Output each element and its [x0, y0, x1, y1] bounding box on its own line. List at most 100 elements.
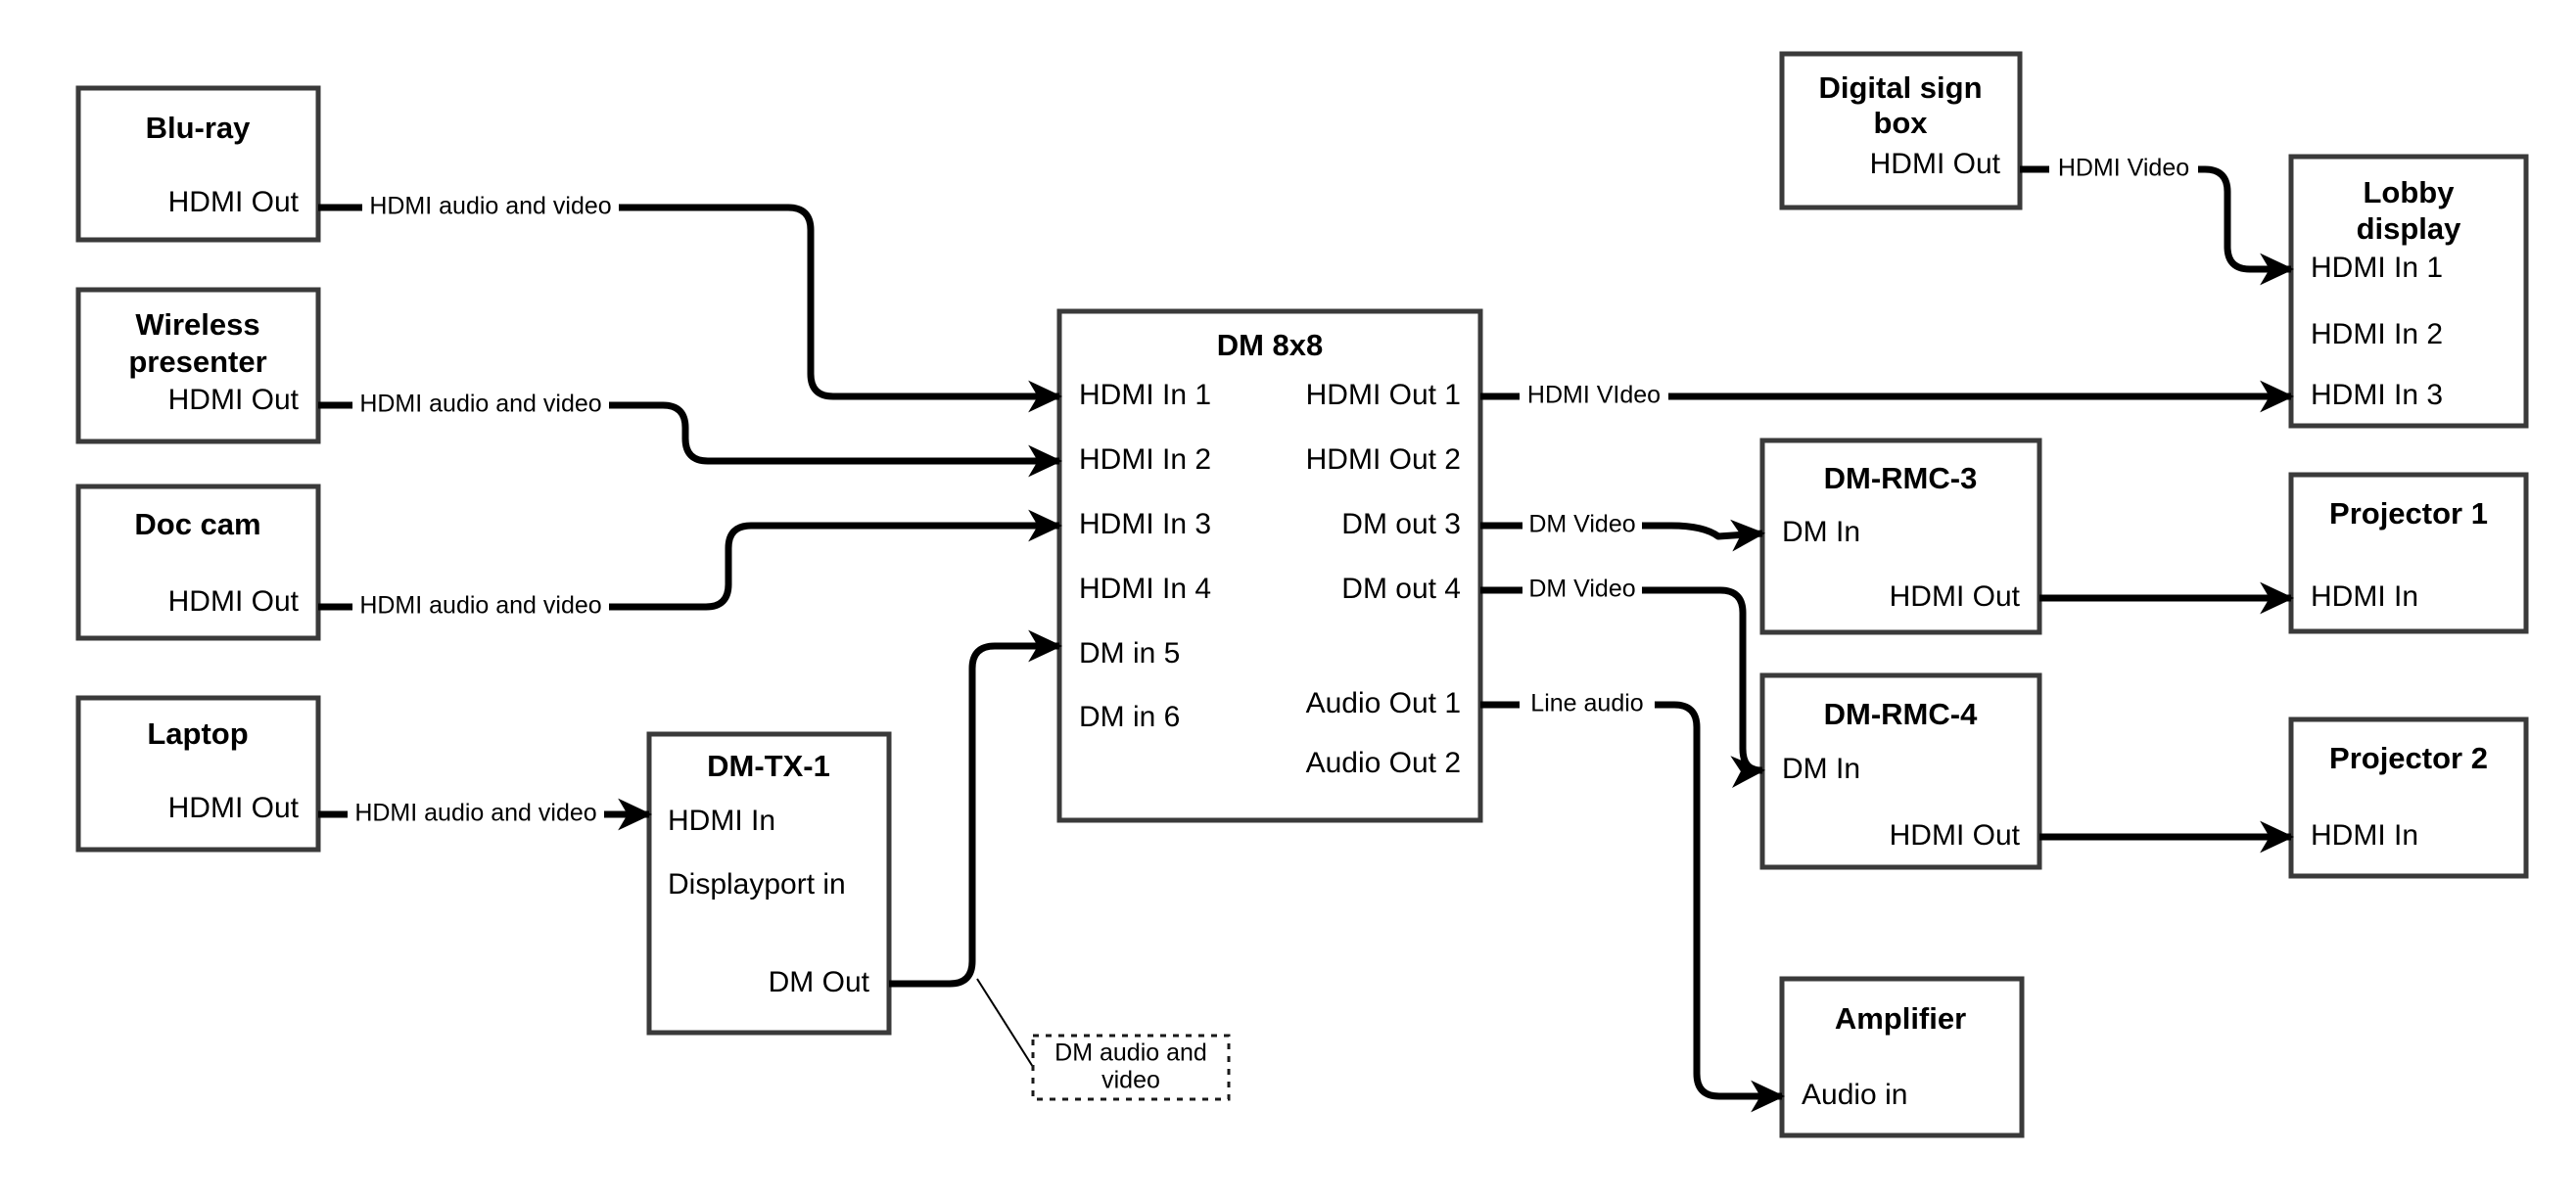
- port-projector-1-hdmi-in: HDMI In: [2311, 580, 2418, 613]
- node-dm-rmc-3[interactable]: DM-RMC-3 DM In HDMI Out: [1759, 438, 2042, 635]
- port-digital-sign-box-hdmi-out: HDMI Out: [1870, 148, 2001, 180]
- node-dm-tx-1[interactable]: DM-TX-1 HDMI In Displayport in DM Out: [646, 731, 892, 1036]
- port-doc-cam-hdmi-out: HDMI Out: [168, 585, 300, 618]
- port-blu-ray-hdmi-out: HDMI Out: [168, 186, 300, 218]
- link-dm-out3-to-rmc3: DM Video: [1480, 510, 1766, 552]
- node-wireless-presenter[interactable]: Wireless presenter HDMI Out: [75, 287, 321, 444]
- label-bg-doccam: [352, 591, 609, 623]
- port-dm-rmc-4-dm-in: DM In: [1782, 753, 1860, 785]
- port-dm-rmc-3-dm-in: DM In: [1782, 516, 1860, 548]
- port-laptop-hdmi-out: HDMI Out: [168, 792, 300, 824]
- node-title-blu-ray: Blu-ray: [146, 111, 252, 145]
- link-bluray-to-dm-in1: HDMI audio and video: [318, 192, 1063, 413]
- port-lobby-display-hdmi-in-3: HDMI In 3: [2311, 379, 2443, 411]
- link-path-doccam-to-dm-in3: [318, 509, 1063, 611]
- port-dm-8x8-dm-in-6: DM in 6: [1079, 701, 1180, 733]
- port-dm-8x8-dm-out-3: DM out 3: [1341, 508, 1461, 540]
- node-amplifier[interactable]: Amplifier Audio in: [1779, 976, 2025, 1138]
- node-box-lobby-display: [2288, 154, 2529, 429]
- link-doccam-to-dm-in3: HDMI audio and video: [318, 509, 1063, 623]
- callout-label-line2: video: [1101, 1067, 1160, 1094]
- port-dm-8x8-hdmi-in-1: HDMI In 1: [1079, 379, 1211, 411]
- port-dm-tx-1-hdmi-in: HDMI In: [668, 805, 775, 837]
- node-box-dm-8x8: [1056, 308, 1483, 823]
- port-dm-8x8-hdmi-in-4: HDMI In 4: [1079, 573, 1211, 605]
- node-title-wireless-presenter-line2: presenter: [128, 345, 266, 379]
- label-bg-dm-video-out3: [1522, 510, 1642, 541]
- port-lobby-display-hdmi-in-2: HDMI In 2: [2311, 318, 2443, 350]
- node-title-laptop: Laptop: [147, 716, 248, 751]
- link-dm-out4-to-rmc4: DM Video: [1480, 575, 1766, 788]
- port-dm-8x8-hdmi-out-1: HDMI Out 1: [1306, 379, 1461, 411]
- edge-label-sign-to-lobby1: HDMI Video: [2058, 155, 2189, 182]
- link-path-sign-to-lobby1: [2020, 165, 2295, 286]
- callout-label-line1: DM audio and: [1054, 1039, 1207, 1067]
- node-box-blu-ray: [75, 85, 321, 243]
- edge-label-bluray-to-dm-in1: HDMI audio and video: [369, 193, 611, 220]
- node-box-projector-2: [2288, 716, 2529, 879]
- edge-label-dm-out4-to-rmc4: DM Video: [1528, 576, 1635, 603]
- node-box-wireless-presenter: [75, 287, 321, 444]
- port-dm-8x8-audio-out-2: Audio Out 2: [1306, 747, 1461, 779]
- link-laptop-to-tx-hdmiin: HDMI audio and video: [318, 798, 653, 831]
- node-title-amplifier: Amplifier: [1835, 1001, 1966, 1036]
- node-laptop[interactable]: Laptop HDMI Out: [75, 695, 321, 853]
- node-projector-1[interactable]: Projector 1 HDMI In: [2288, 472, 2529, 634]
- link-dm-out1-to-lobby3: HDMI VIdeo: [1480, 380, 2295, 413]
- node-doc-cam[interactable]: Doc cam HDMI Out: [75, 484, 321, 641]
- link-path-dm-out3-to-rmc3: [1480, 519, 1766, 552]
- node-box-dm-tx-1: [646, 731, 892, 1036]
- node-dm-8x8[interactable]: DM 8x8 HDMI In 1 HDMI In 2 HDMI In 3 HDM…: [1056, 308, 1483, 823]
- callout-dm-audio-and-video: DM audio and video: [976, 978, 1231, 1101]
- node-title-dm-tx-1: DM-TX-1: [707, 749, 830, 783]
- label-bg-laptop: [348, 799, 604, 830]
- node-title-dm-8x8: DM 8x8: [1217, 328, 1324, 362]
- node-title-dm-rmc-3: DM-RMC-3: [1824, 461, 1978, 495]
- port-dm-8x8-hdmi-in-3: HDMI In 3: [1079, 508, 1211, 540]
- label-bg-hdmi-video-out1: [1520, 381, 1668, 412]
- link-path-tx-to-dm-in5: [889, 629, 1063, 988]
- edge-label-dm-audio1-to-amp: Line audio: [1530, 690, 1643, 717]
- port-dm-8x8-dm-in-5: DM in 5: [1079, 637, 1180, 670]
- link-dm-audio1-to-amp: Line audio: [1480, 689, 1786, 1113]
- link-wireless-to-dm-in2: HDMI audio and video: [318, 390, 1063, 478]
- node-title-dm-rmc-4: DM-RMC-4: [1824, 697, 1978, 731]
- port-dm-rmc-4-hdmi-out: HDMI Out: [1890, 819, 2021, 852]
- node-blu-ray[interactable]: Blu-ray HDMI Out: [75, 85, 321, 243]
- node-title-lobby-display-line2: display: [2357, 211, 2462, 246]
- label-bg-wireless: [352, 390, 609, 421]
- link-path-dm-out4-to-rmc4: [1480, 586, 1766, 788]
- callout-leader-line: [976, 978, 1034, 1068]
- node-digital-sign-box[interactable]: Digital sign box HDMI Out: [1779, 51, 2023, 210]
- node-box-digital-sign-box: [1779, 51, 2023, 210]
- edge-label-wireless-to-dm-in2: HDMI audio and video: [359, 391, 601, 418]
- node-title-digital-sign-box-line2: box: [1873, 106, 1928, 140]
- port-lobby-display-hdmi-in-1: HDMI In 1: [2311, 252, 2443, 284]
- port-dm-8x8-hdmi-out-2: HDMI Out 2: [1306, 443, 1461, 476]
- edge-label-doccam-to-dm-in3: HDMI audio and video: [359, 592, 601, 620]
- node-dm-rmc-4[interactable]: DM-RMC-4 DM In HDMI Out: [1759, 672, 2042, 870]
- port-dm-rmc-3-hdmi-out: HDMI Out: [1890, 580, 2021, 613]
- node-projector-2[interactable]: Projector 2 HDMI In: [2288, 716, 2529, 879]
- port-dm-tx-1-displayport-in: Displayport in: [668, 868, 846, 901]
- link-sign-to-lobby1: HDMI Video: [2020, 154, 2295, 286]
- node-lobby-display[interactable]: Lobby display HDMI In 1 HDMI In 2 HDMI I…: [2288, 154, 2529, 429]
- label-bg-bluray: [362, 192, 619, 223]
- node-box-dm-rmc-4: [1759, 672, 2042, 870]
- label-bg-line-audio: [1520, 689, 1655, 720]
- node-title-lobby-display-line1: Lobby: [2364, 175, 2456, 209]
- link-path-wireless-to-dm-in2: [318, 401, 1063, 478]
- port-dm-tx-1-dm-out: DM Out: [769, 966, 870, 998]
- callout-box-dm-audio-and-video: [1031, 1034, 1231, 1101]
- node-title-doc-cam: Doc cam: [134, 507, 260, 541]
- node-title-projector-2: Projector 2: [2329, 741, 2488, 775]
- node-title-digital-sign-box-line1: Digital sign: [1818, 70, 1982, 105]
- port-dm-8x8-audio-out-1: Audio Out 1: [1306, 687, 1461, 719]
- node-box-laptop: [75, 695, 321, 853]
- link-path-bluray-to-dm-in1: [318, 204, 1063, 413]
- port-amplifier-audio-in: Audio in: [1802, 1079, 1907, 1111]
- link-tx-to-dm-in5: [889, 629, 1063, 988]
- node-box-amplifier: [1779, 976, 2025, 1138]
